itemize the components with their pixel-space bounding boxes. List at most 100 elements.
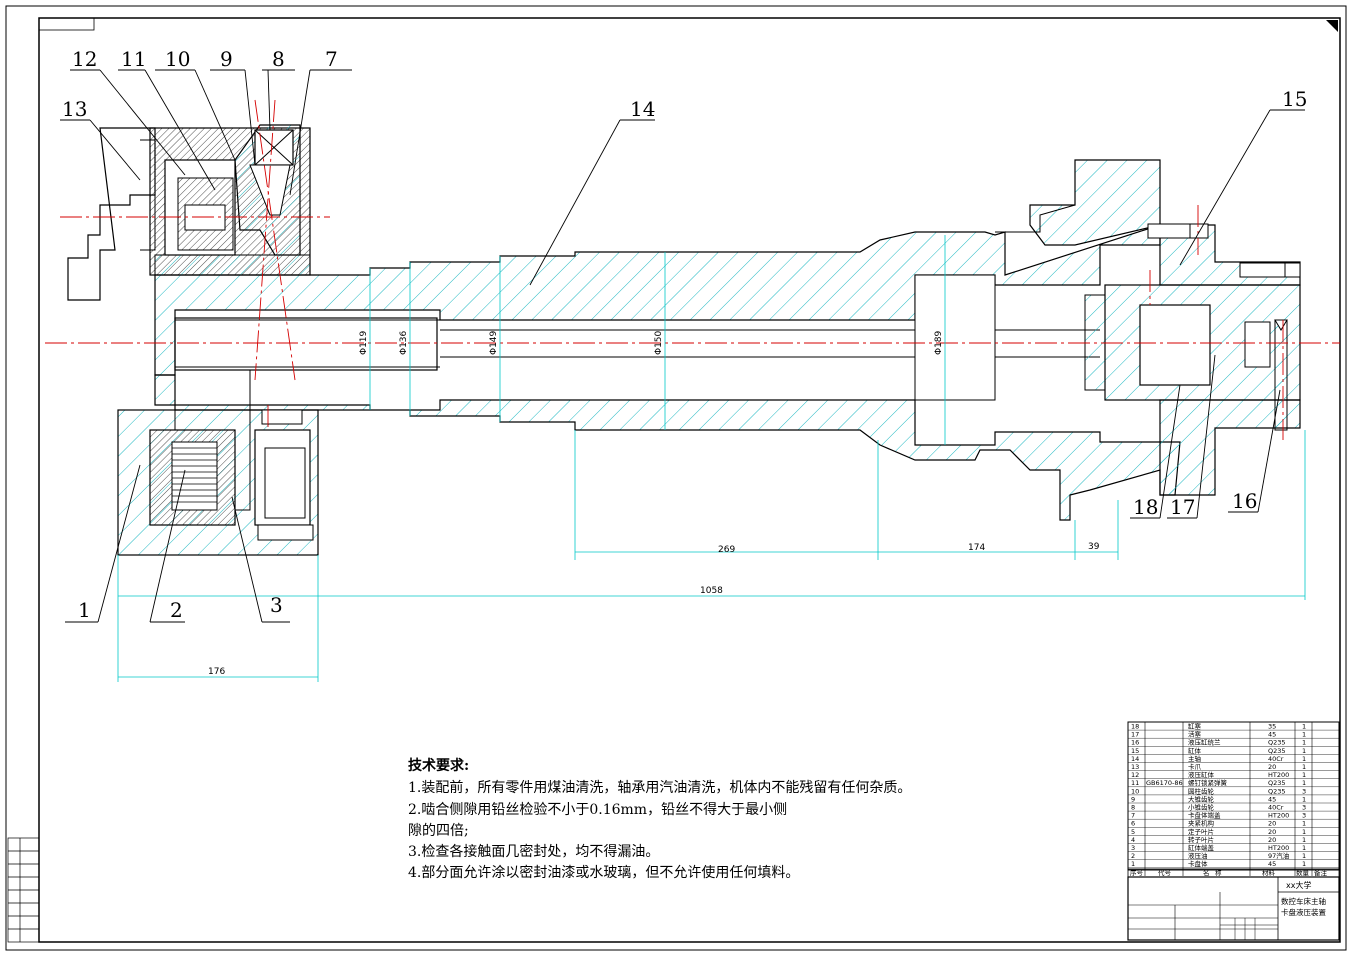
bom-cell-qty: 1 (1302, 747, 1306, 755)
bom-cell-material: Q235 (1268, 787, 1286, 795)
chuck-assembly (67, 124, 319, 556)
bom-cell-no: 11 (1131, 779, 1139, 787)
bom-cell-no: 16 (1131, 739, 1139, 747)
label-8: 8 (272, 47, 285, 71)
dim-39: 39 (1088, 542, 1100, 552)
note-4: 4.部分面允许涂以密封油漆或水玻璃，但不允许使用任何填料。 (408, 865, 800, 881)
bom-cell-material: Q235 (1268, 747, 1286, 755)
bom-cell-qty: 1 (1302, 836, 1306, 844)
note-2: 2.啮合侧隙用铅丝检验不小于0.16mm，铅丝不得大于最小侧 (408, 802, 788, 818)
corner-stamp (38, 17, 95, 31)
dim-dia-189: Φ189 (934, 330, 944, 355)
bom-cell-name: 液压油 (1188, 851, 1208, 860)
bom-cell-name: 圆柱齿轮 (1188, 786, 1215, 795)
bom-cell-material: 35 (1268, 723, 1276, 731)
label-15: 15 (1282, 87, 1307, 111)
note-1: 1.装配前，所有零件用煤油清洗，轴承用汽油清洗，机体内不能残留有任何杂质。 (408, 780, 912, 796)
bom-cell-name: 主轴 (1188, 754, 1202, 763)
bom-cell-name: 卡盘体端盖 (1188, 811, 1221, 820)
bom-cell-no: 17 (1131, 731, 1139, 739)
corner-mark (1326, 20, 1338, 32)
dim-dia-149: Φ149 (489, 330, 499, 355)
bom-header-name2: 称 (1215, 868, 1222, 877)
label-14: 14 (630, 97, 655, 121)
bom-cell-name: 液压缸统兰 (1188, 738, 1221, 747)
title-block (1127, 876, 1340, 941)
bom-cell-name: 缸体端盖 (1188, 843, 1215, 852)
bom-cell-name: 转子叶片 (1188, 835, 1214, 844)
bom-cell-material: HT200 (1268, 812, 1289, 820)
label-16: 16 (1232, 489, 1257, 513)
label-17: 17 (1170, 495, 1195, 519)
bom-cell-code: GB6170-86 (1146, 779, 1183, 787)
bom-header-qty: 数量 (1296, 868, 1310, 877)
label-3: 3 (270, 593, 283, 617)
bom-header-code: 代号 (1158, 868, 1172, 877)
label-11: 11 (121, 47, 146, 71)
bom-cell-name: 卡爪 (1188, 762, 1202, 771)
bom-cell-no: 6 (1131, 820, 1135, 828)
bom-cell-material: 20 (1268, 828, 1276, 836)
dim-269: 269 (718, 545, 735, 555)
bom-cell-no: 7 (1131, 812, 1135, 820)
dim-1058: 1058 (700, 586, 723, 596)
bom-cell-qty: 3 (1302, 787, 1306, 795)
bom-cell-name: 液压缸体 (1188, 770, 1215, 779)
bom-cell-name: 活塞 (1188, 730, 1202, 739)
bom-cell-qty: 3 (1302, 812, 1306, 820)
university-name: xx大学 (1286, 880, 1311, 890)
bom-cell-no: 1 (1131, 860, 1135, 868)
bom-cell-qty: 1 (1302, 739, 1306, 747)
label-10: 10 (165, 47, 190, 71)
dimension-lines (117, 235, 1306, 682)
dim-176: 176 (208, 667, 225, 677)
dim-174: 174 (968, 543, 985, 553)
dim-dia-136: Φ136 (399, 330, 409, 355)
bom-cell-name: 小锥齿轮 (1188, 803, 1215, 812)
bom-cell-qty: 1 (1302, 771, 1306, 779)
bom-cell-qty: 3 (1302, 804, 1306, 812)
bom-cell-material: 40Cr (1268, 804, 1284, 812)
bom-header-material: 材料 (1262, 868, 1276, 877)
bom-header-remark: 备注 (1314, 868, 1328, 877)
dim-dia-150: Φ150 (654, 330, 664, 355)
bom-cell-qty: 1 (1302, 779, 1306, 787)
bom-cell-no: 2 (1131, 852, 1135, 860)
note-3: 3.检查各接触面几密封处，均不得漏油。 (408, 844, 660, 860)
bom-cell-qty: 1 (1302, 731, 1306, 739)
outer-frame (5, 5, 1347, 951)
notes-title: 技术要求: (408, 758, 470, 774)
bom-cell-name: 螺钉锁紧弹簧 (1188, 778, 1228, 787)
bom-cell-name: 缸塞 (1188, 722, 1202, 731)
bom-cell-qty: 1 (1302, 860, 1306, 868)
bom-cell-material: 20 (1268, 836, 1276, 844)
bom-cell-material: HT200 (1268, 771, 1289, 779)
bom-cell-name: 卡盘体 (1188, 859, 1208, 868)
bom-cell-no: 4 (1131, 836, 1135, 844)
bom-cell-material: 20 (1268, 820, 1276, 828)
label-13: 13 (62, 97, 87, 121)
bom-cell-qty: 1 (1302, 844, 1306, 852)
bom-cell-no: 12 (1131, 771, 1139, 779)
bom-cell-no: 5 (1131, 828, 1135, 836)
bom-cell-material: HT200 (1268, 844, 1289, 852)
bom-cell-no: 18 (1131, 723, 1139, 731)
bom-cell-material: Q235 (1268, 739, 1286, 747)
bom-cell-no: 3 (1131, 844, 1135, 852)
bom-cell-material: 20 (1268, 763, 1276, 771)
bom-cell-no: 9 (1131, 795, 1135, 803)
bom-cell-material: 45 (1268, 860, 1276, 868)
label-18: 18 (1133, 495, 1158, 519)
label-1: 1 (78, 598, 91, 622)
bom-cell-material: 45 (1268, 731, 1276, 739)
label-12: 12 (72, 47, 97, 71)
hydraulic-cylinder (1084, 223, 1301, 496)
inner-frame (38, 17, 1341, 943)
bom-cell-material: 97汽油 (1268, 851, 1289, 860)
bom-cell-qty: 1 (1302, 828, 1306, 836)
leader-lines (60, 69, 1305, 623)
bom-cell-no: 10 (1131, 787, 1139, 795)
bom-cell-name: 缸体 (1188, 746, 1202, 755)
bom-cell-no: 13 (1131, 763, 1139, 771)
